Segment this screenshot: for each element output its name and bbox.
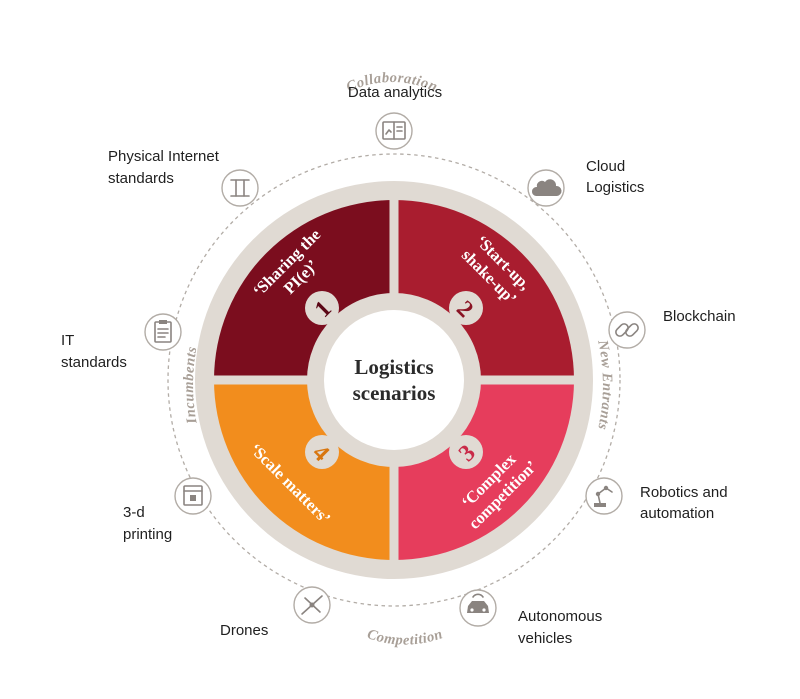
svg-text:Cloud: Cloud: [586, 158, 625, 175]
drone-icon: [301, 595, 323, 615]
quadrant-2-badge: 2: [449, 291, 483, 325]
pi-symbol-icon: [230, 179, 250, 197]
tech-node-blockchain: Blockchain: [608, 308, 736, 349]
clipboard-icon: [154, 320, 172, 343]
svg-text:IT: IT: [61, 332, 74, 349]
svg-text:Physical Internet: Physical Internet: [108, 148, 220, 165]
tech-node-it-standards: IT standards: [61, 313, 182, 371]
center-hub: [324, 310, 464, 450]
axis-label-left: Incumbents: [181, 345, 201, 426]
cloud-icon: [531, 179, 562, 196]
svg-text:Blockchain: Blockchain: [663, 308, 736, 325]
tech-node-robotics: Robotics and automation: [585, 477, 728, 522]
tech-node-data-analytics: Data analytics: [348, 84, 442, 150]
svg-text:Logistics: Logistics: [586, 179, 644, 196]
svg-text:Autonomous: Autonomous: [518, 608, 602, 625]
svg-text:3-d: 3-d: [123, 504, 145, 521]
svg-text:Drones: Drones: [220, 622, 268, 639]
3d-printer-icon: [183, 485, 203, 506]
center-title-line1: Logistics: [354, 355, 433, 379]
svg-text:Robotics and: Robotics and: [640, 484, 728, 501]
quadrant-1-badge: 1: [305, 291, 339, 325]
car-icon: [467, 593, 489, 613]
robotic-arm-icon: [594, 485, 613, 507]
quadrant-4-badge: 4: [305, 435, 339, 469]
tech-node-drones: Drones: [220, 586, 331, 639]
tech-node-autonomous-vehicles: Autonomous vehicles: [459, 589, 602, 647]
svg-text:printing: printing: [123, 526, 172, 543]
svg-text:automation: automation: [640, 505, 714, 522]
tech-node-physical-internet: Physical Internet standards: [108, 148, 259, 207]
outer-dashed-ring: [167, 153, 621, 607]
blockchain-icon: [615, 323, 639, 337]
tech-node-cloud-logistics: Cloud Logistics: [527, 158, 644, 207]
center-title-line2: scenarios: [353, 381, 436, 405]
data-analytics-icon: [382, 121, 406, 140]
svg-text:standards: standards: [61, 354, 127, 371]
svg-text:standards: standards: [108, 170, 174, 187]
tech-node-3d-printing: 3-d printing: [123, 477, 212, 543]
svg-text:vehicles: vehicles: [518, 630, 572, 647]
quadrant-3-badge: 3: [449, 435, 483, 469]
svg-text:Data analytics: Data analytics: [348, 84, 442, 101]
axis-label-right: New Entrants: [594, 338, 615, 432]
axis-label-bottom: Competition: [365, 626, 445, 648]
